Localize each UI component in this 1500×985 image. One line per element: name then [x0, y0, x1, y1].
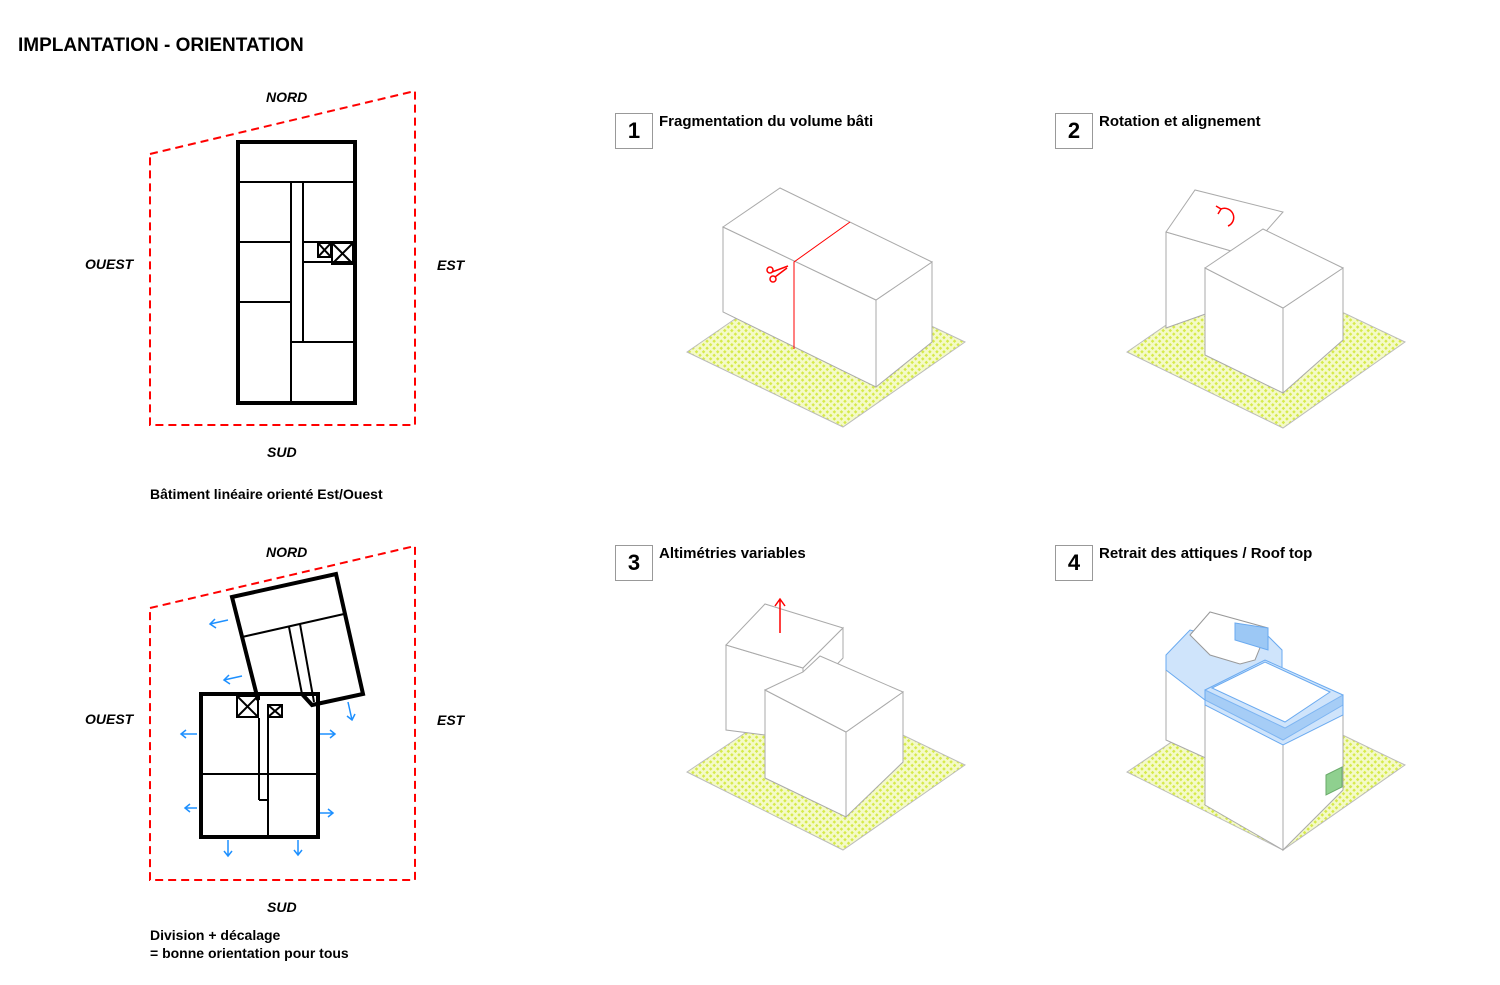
- label-ouest: OUEST: [85, 256, 134, 272]
- building-south-block: [199, 692, 320, 839]
- step-number-3: 3: [615, 545, 653, 581]
- scissors-icon: [766, 265, 789, 283]
- step-label-1: Fragmentation du volume bâti: [659, 113, 874, 130]
- site-plan-divided: [149, 544, 416, 881]
- label-est: EST: [437, 712, 465, 728]
- elevator-icon: [236, 695, 283, 718]
- site-plan-linear: [149, 89, 416, 426]
- caption-divided-2: = bonne orientation pour tous: [150, 945, 349, 961]
- caption-linear: Bâtiment linéaire orienté Est/Ouest: [150, 486, 383, 502]
- step-number-4: 4: [1055, 545, 1093, 581]
- label-ouest: OUEST: [85, 711, 134, 727]
- building-linear: [236, 140, 357, 405]
- step-label-4: Retrait des attiques / Roof top: [1099, 545, 1313, 562]
- label-sud: SUD: [267, 899, 297, 915]
- axo-step-2: [1126, 189, 1406, 429]
- rotate-icon: [1220, 207, 1235, 227]
- axo-step-1: [686, 187, 966, 428]
- step-number-1: 1: [615, 113, 653, 149]
- arrow-up-icon: [774, 597, 786, 633]
- building-north-block: [229, 571, 366, 708]
- axo-step-3: [686, 597, 966, 851]
- label-est: EST: [437, 257, 465, 273]
- label-nord: NORD: [266, 544, 308, 560]
- label-nord: NORD: [266, 89, 308, 105]
- caption-divided-1: Division + décalage: [150, 927, 281, 943]
- page-title: IMPLANTATION - ORIENTATION: [18, 35, 304, 56]
- step-number-2: 2: [1055, 113, 1093, 149]
- step-label-2: Rotation et alignement: [1099, 113, 1261, 130]
- orientation-arrows: [179, 618, 356, 858]
- step-label-3: Altimétries variables: [659, 545, 806, 562]
- label-sud: SUD: [267, 444, 297, 460]
- axo-step-4: [1126, 611, 1406, 852]
- elevator-icon: [317, 242, 354, 265]
